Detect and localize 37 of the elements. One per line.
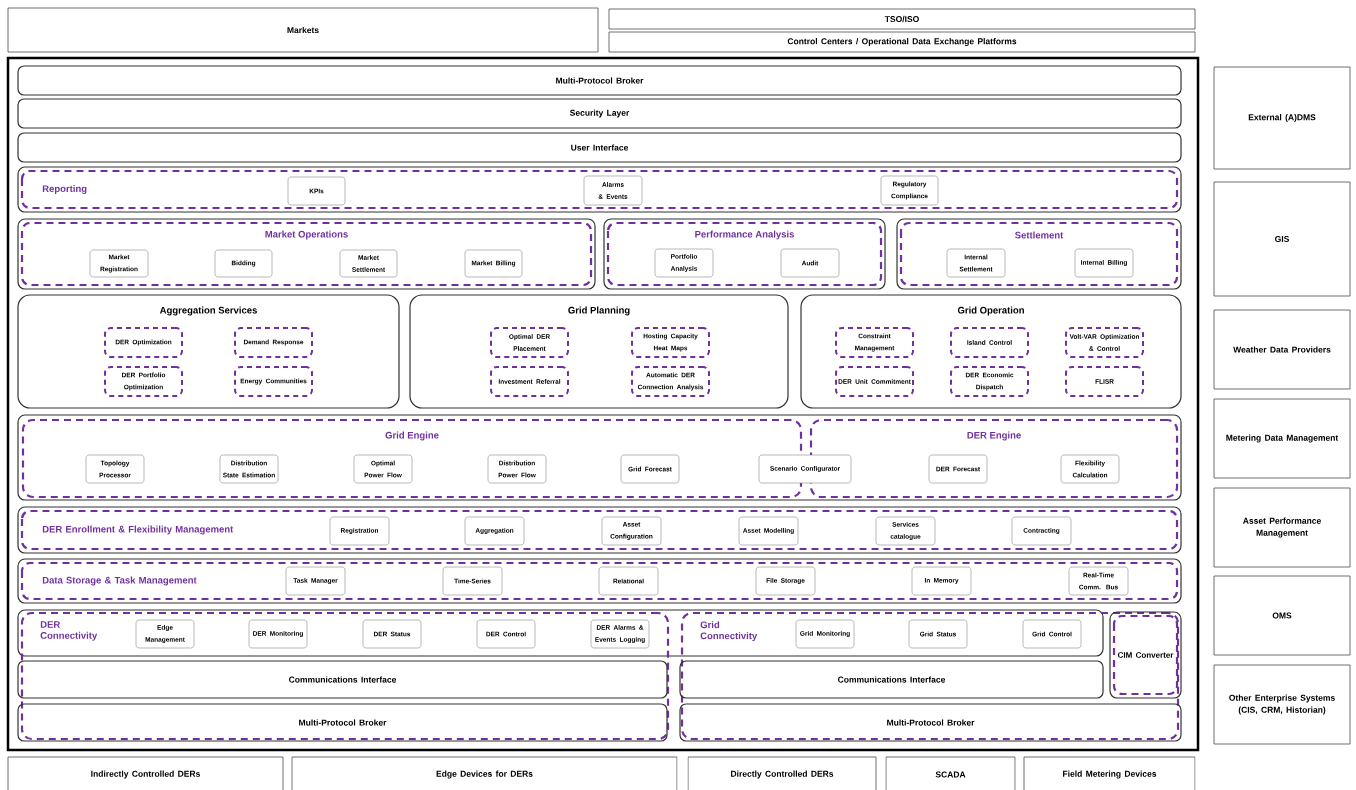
system-box: Indirectly Controlled DERs bbox=[7, 756, 284, 790]
system-box: Edge Devices for DERs bbox=[291, 756, 678, 790]
layer-bar: Communications Interface bbox=[17, 660, 668, 699]
system-box: Weather Data Providers bbox=[1213, 309, 1351, 390]
layer-bar: Security Layer bbox=[17, 98, 1182, 129]
system-box: Asset Performance Management bbox=[1213, 487, 1351, 568]
converter-box: CIM Converter bbox=[1109, 611, 1182, 699]
panel-title: Performance Analysis bbox=[695, 230, 794, 240]
panel-title: Grid Engine bbox=[385, 431, 439, 441]
panel-title: Reporting bbox=[42, 185, 87, 194]
panel-title: DER Engine bbox=[967, 431, 1021, 441]
layer-bar: Communications Interface bbox=[679, 660, 1104, 699]
panel-title: DER Connectivity bbox=[40, 621, 98, 641]
panel-title: Grid Operation bbox=[957, 306, 1024, 316]
system-box: Control Centers / Operational Data Exchange Platforms bbox=[608, 31, 1196, 53]
panel-title: Market Operations bbox=[265, 230, 348, 240]
layer-bar: Multi-Protocol Broker bbox=[17, 65, 1182, 96]
panel-title: Grid Planning bbox=[568, 306, 630, 316]
panel-title: Settlement bbox=[1015, 231, 1064, 239]
panel-title: Grid Connectivity bbox=[700, 621, 758, 642]
system-box: OMS bbox=[1213, 575, 1351, 656]
panel-title: DER Enrollment & Flexibility Management bbox=[42, 525, 234, 535]
panel-title: Data Storage & Task Management bbox=[42, 576, 197, 586]
system-box: GIS bbox=[1213, 181, 1351, 297]
system-box: External (A)DMS bbox=[1213, 66, 1351, 170]
layer-bar: Multi-Protocol Broker bbox=[679, 703, 1182, 742]
layer-bar: Multi-Protocol Broker bbox=[17, 703, 668, 742]
system-box: Other Enterprise Systems (CIS, CRM, Historian) bbox=[1213, 664, 1351, 745]
platform-frame bbox=[6, 56, 1200, 752]
system-box: Markets bbox=[7, 7, 599, 53]
layer-bar: User Interface bbox=[17, 132, 1182, 163]
system-box: Field Metering Devices bbox=[1023, 756, 1196, 790]
panel-title: Aggregation Services bbox=[159, 306, 257, 316]
system-box: SCADA bbox=[885, 756, 1016, 790]
system-box: Directly Controlled DERs bbox=[687, 756, 877, 790]
system-box: Metering Data Management bbox=[1213, 398, 1351, 479]
system-box: TSO/ISO bbox=[608, 8, 1196, 30]
